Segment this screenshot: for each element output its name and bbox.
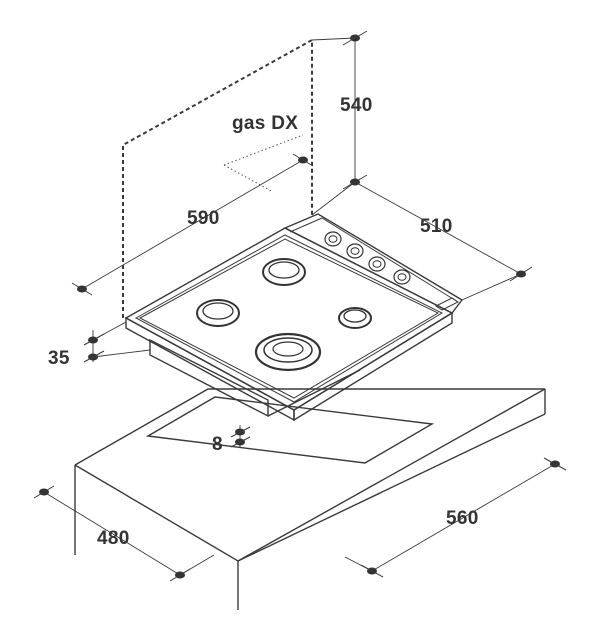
label-540: 540 (340, 95, 373, 116)
label-560: 560 (446, 508, 479, 529)
countertop (74, 388, 546, 610)
label-35: 35 (48, 348, 70, 369)
countertop-front-edge (237, 413, 546, 562)
dimension-590 (71, 153, 314, 296)
knob-4 (393, 269, 411, 285)
dimension-480 (33, 485, 215, 582)
label-510: 510 (420, 216, 453, 237)
side-wall-outline (122, 38, 313, 318)
countertop-cutout (145, 396, 435, 464)
label-590: 590 (187, 208, 220, 229)
control-knobs (324, 231, 411, 285)
burner-rear (262, 258, 306, 286)
label-8: 8 (212, 434, 223, 455)
knob-2 (346, 243, 364, 259)
burners (196, 258, 372, 372)
dimension-540 (311, 30, 368, 216)
dimension-35 (83, 321, 151, 363)
dimension-8 (230, 425, 251, 448)
burner-right (338, 307, 372, 329)
hob-top-plate (124, 227, 454, 411)
knob-1 (324, 231, 342, 247)
burner-left (196, 299, 240, 327)
label-480: 480 (97, 528, 130, 549)
label-gas-dx: gas DX (232, 113, 298, 134)
dimension-510 (354, 181, 533, 301)
gas-dx-leader (223, 134, 304, 193)
burner-front-large (254, 332, 322, 372)
dimension-560 (344, 457, 567, 578)
knob-3 (368, 256, 386, 272)
hob (124, 213, 464, 422)
